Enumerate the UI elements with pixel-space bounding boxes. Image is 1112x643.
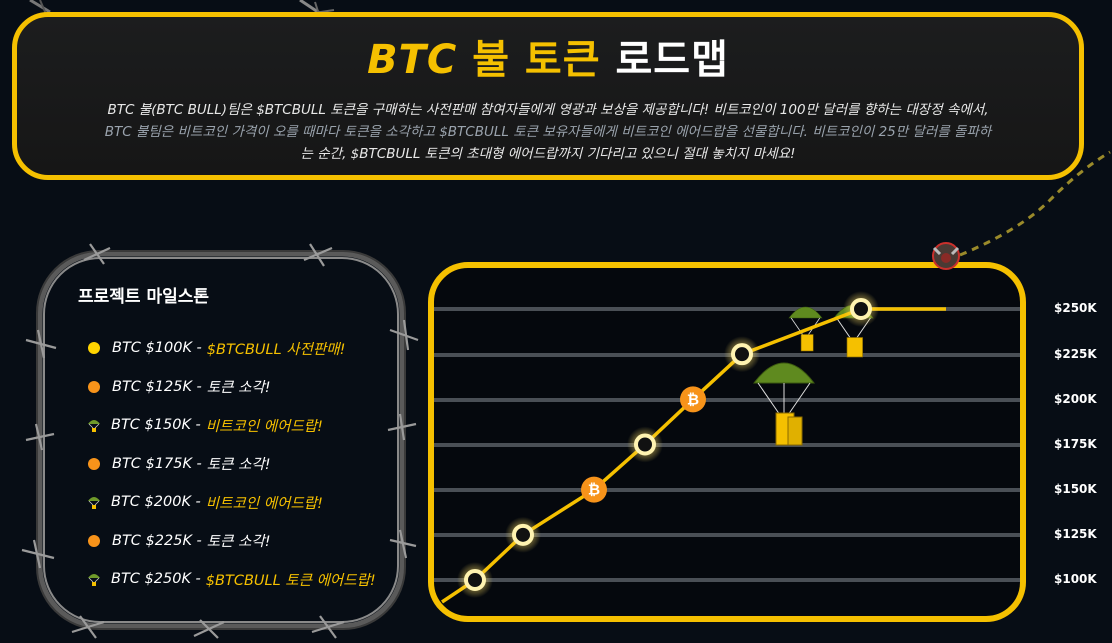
y-tick-label: $100K (1054, 572, 1097, 586)
milestone-price: BTC $175K - (112, 455, 202, 472)
milestone-price: BTC $250K - (111, 571, 201, 588)
y-tick-label: $125K (1054, 527, 1097, 541)
milestone-price: BTC $150K - (111, 417, 201, 434)
yellow-dot-icon (88, 342, 100, 355)
milestone-price: BTC $225K - (112, 532, 202, 549)
price-line (441, 307, 946, 604)
milestone-item: BTC $125K - 토큰 소각! (78, 368, 408, 407)
y-tick-label: $200K (1054, 392, 1097, 406)
bitcoin-icon: ₿ (581, 476, 607, 503)
y-tick-label: $225K (1054, 347, 1097, 361)
milestone-event: 토큰 소각! (206, 534, 271, 551)
dashed-trail-decoration (959, 150, 1111, 257)
chart-canvas: ₿₿ (434, 291, 1020, 604)
milestone-event: 비트코인 에어드랍! (205, 495, 323, 512)
description-line-1: BTC 불(BTC BULL)팀은 $BTCBULL 토큰을 구매하는 사전판매… (107, 102, 989, 118)
milestone-node (724, 336, 760, 373)
y-axis-labels: $250K $225K $200K $175K $150K $125K $100K (1040, 0, 1110, 643)
parachute-icon (88, 497, 100, 510)
milestones-title: 프로젝트 마일스톤 (78, 287, 210, 307)
milestone-price: BTC $125K - (112, 378, 202, 395)
svg-text:₿: ₿ (687, 390, 699, 408)
roadmap-description: BTC 불(BTC BULL)팀은 $BTCBULL 토큰을 구매하는 사전판매… (58, 99, 1038, 165)
milestone-price: BTC $200K - (111, 494, 201, 511)
description-line-3: 는 순간, $BTCBULL 토큰의 초대형 에어드랍까지 기다리고 있으니 절… (300, 146, 796, 162)
milestone-item: BTC $200K - 비트코인 에어드랍! (78, 483, 408, 522)
milestone-node (627, 426, 663, 463)
milestone-node (457, 562, 493, 598)
bull-icon (932, 242, 960, 270)
title-bull-token: 불 토큰 (472, 37, 601, 83)
y-tick-label: $150K (1054, 482, 1097, 496)
description-line-2: BTC 불팀은 비트코인 가격이 오를 때마다 토큰을 소각하고 $BTCBUL… (104, 124, 992, 140)
milestone-node (843, 291, 879, 327)
milestone-item: BTC $150K - 비트코인 에어드랍! (78, 406, 408, 445)
y-tick-label: $250K (1054, 301, 1097, 315)
milestone-event: 토큰 소각! (206, 457, 271, 474)
title-roadmap: 로드맵 (615, 37, 729, 83)
milestone-event: $BTCBULL 토큰 에어드랍! (205, 572, 376, 589)
orange-dot-icon (88, 534, 100, 547)
title-btc: BTC (367, 37, 458, 83)
price-roadmap-chart: ₿₿ (428, 262, 1026, 622)
y-tick-label: $175K (1054, 437, 1097, 451)
orange-dot-icon (88, 457, 100, 470)
page-title: BTC 불 토큰 로드맵 (17, 35, 1079, 85)
roadmap-header-card: BTC 불 토큰 로드맵 BTC 불(BTC BULL)팀은 $BTCBULL … (12, 12, 1084, 180)
milestone-event: 비트코인 에어드랍! (205, 418, 323, 435)
parachute-icon (88, 574, 100, 587)
milestone-event: 토큰 소각! (206, 380, 271, 397)
svg-text:₿: ₿ (588, 481, 600, 499)
milestone-item: BTC $250K - $BTCBULL 토큰 에어드랍! (78, 560, 408, 599)
milestone-item: BTC $100K - $BTCBULL 사전판매! (78, 329, 408, 368)
barbed-wire-frame-icon (21, 243, 419, 639)
milestone-event: $BTCBULL 사전판매! (206, 341, 346, 358)
milestone-item: BTC $175K - 토큰 소각! (78, 445, 408, 484)
milestone-price: BTC $100K - (112, 340, 202, 357)
milestone-node (505, 516, 541, 553)
bitcoin-icon: ₿ (680, 386, 706, 413)
milestone-item: BTC $225K - 토큰 소각! (78, 522, 408, 561)
orange-dot-icon (88, 380, 100, 393)
parachute-icon (88, 420, 100, 433)
project-milestones-panel: 프로젝트 마일스톤 BTC $100K - $BTCBULL 사전판매! BTC… (78, 282, 408, 599)
